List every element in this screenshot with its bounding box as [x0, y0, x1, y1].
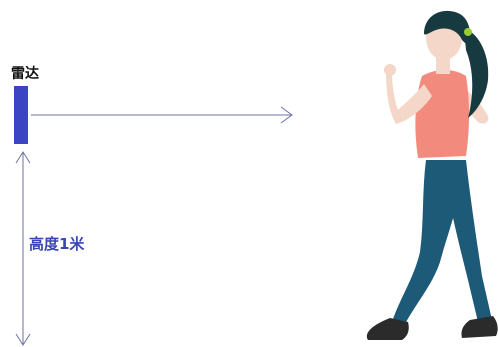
- walking-person-illustration: [367, 11, 498, 340]
- radar-beam-arrow: [31, 107, 292, 123]
- height-double-arrow: [16, 152, 30, 345]
